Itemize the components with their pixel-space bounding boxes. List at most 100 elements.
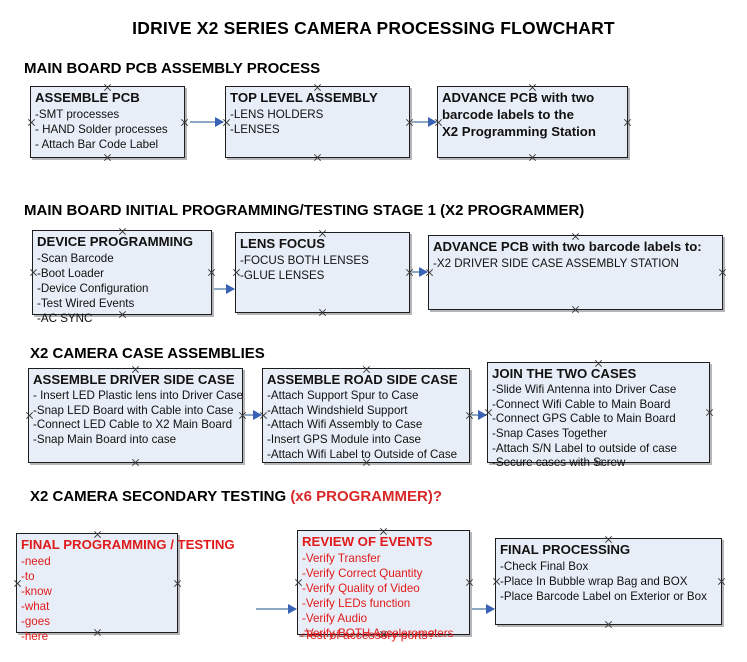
connector-handle-bottom[interactable] xyxy=(528,153,537,162)
node-title: REVIEW OF EVENTS xyxy=(302,534,433,549)
node-line: -Scan Barcode xyxy=(37,251,114,265)
node-title: ASSEMBLE DRIVER SIDE CASE xyxy=(33,372,235,387)
node-advance-pcb-driver-case[interactable]: ADVANCE PCB with two barcode labels to: … xyxy=(428,235,723,310)
node-line: -Attach Wifi Label to Outside of Case xyxy=(267,447,458,461)
node-body: JOIN THE TWO CASES -Slide Wifi Antenna i… xyxy=(488,363,709,471)
node-body: LENS FOCUS -FOCUS BOTH LENSES -GLUE LENS… xyxy=(236,233,409,283)
node-line: -Attach Windshield Support xyxy=(267,403,408,417)
node-body: ADVANCE PCB with two barcode labels to t… xyxy=(438,87,627,141)
node-line: -FOCUS BOTH LENSES xyxy=(240,253,369,267)
node-line: -Secure cases with Screw xyxy=(492,456,626,470)
node-line: -Connect GPS Cable to Main Board xyxy=(492,412,676,426)
node-line: - HAND Solder processes xyxy=(35,122,168,136)
node-title: DEVICE PROGRAMMING xyxy=(37,234,194,249)
node-line: -Verify Quality of Video xyxy=(302,582,420,596)
node-line: -Verify BOTH Accelerometers xyxy=(302,627,454,641)
node-line: -Snap Main Board into case xyxy=(33,433,177,447)
node-title: ASSEMBLE ROAD SIDE CASE xyxy=(267,372,458,387)
node-body: ADVANCE PCB with two barcode labels to: … xyxy=(429,236,722,271)
node-line: -need xyxy=(21,554,51,568)
section-heading-3: X2 CAMERA CASE ASSEMBLIES xyxy=(30,345,265,362)
node-title: JOIN THE TWO CASES xyxy=(492,366,637,381)
node-line: - Attach Bar Code Label xyxy=(35,138,159,152)
arrow-device-to-lens-focus xyxy=(214,284,235,294)
arrow-review-to-final-processing xyxy=(472,604,495,614)
connector-handle-bottom[interactable] xyxy=(131,458,140,467)
node-line: X2 Programming Station xyxy=(442,123,596,139)
node-line: -Boot Loader xyxy=(37,266,105,280)
node-lens-focus[interactable]: LENS FOCUS -FOCUS BOTH LENSES -GLUE LENS… xyxy=(235,232,410,313)
node-line: -Insert GPS Module into Case xyxy=(267,433,422,447)
connector-handle-bottom[interactable] xyxy=(318,308,327,317)
section-heading-1: MAIN BOARD PCB ASSEMBLY PROCESS xyxy=(24,60,320,77)
node-line: -LENS HOLDERS xyxy=(230,107,324,121)
node-line: -Attach Support Spur to Case xyxy=(267,388,419,402)
node-review-of-events[interactable]: REVIEW OF EVENTS -Verify Transfer -Verif… xyxy=(297,530,470,640)
connector-handle-bottom[interactable] xyxy=(313,153,322,162)
section-heading-4-accent: (x6 PROGRAMMER)? xyxy=(290,488,442,505)
connector-handle-bottom[interactable] xyxy=(604,620,613,629)
node-line: -SMT processes xyxy=(35,107,120,121)
node-body: FINAL PROGRAMMING / TESTING -need -to -k… xyxy=(17,534,235,644)
node-line: - Insert LED Plastic lens into Driver Ca… xyxy=(33,388,244,402)
node-body: TOP LEVEL ASSEMBLY -LENS HOLDERS -LENSES xyxy=(226,87,409,137)
node-line: -Verify Correct Quantity xyxy=(302,566,423,580)
connector-handle-bottom[interactable] xyxy=(571,305,580,314)
node-line: -Verify LEDs function xyxy=(302,597,411,611)
node-body: ASSEMBLE ROAD SIDE CASE -Attach Support … xyxy=(263,369,469,462)
section-heading-2: MAIN BOARD INITIAL PROGRAMMING/TESTING S… xyxy=(24,202,584,219)
node-device-programming[interactable]: DEVICE PROGRAMMING -Scan Barcode -Boot L… xyxy=(32,230,212,325)
node-line: -Connect LED Cable to X2 Main Board xyxy=(33,418,233,432)
node-assemble-road-side-case[interactable]: ASSEMBLE ROAD SIDE CASE -Attach Support … xyxy=(262,368,470,463)
node-assemble-driver-side-case[interactable]: ASSEMBLE DRIVER SIDE CASE - Insert LED P… xyxy=(28,368,243,463)
node-assemble-pcb[interactable]: ASSEMBLE PCB -SMT processes - HAND Solde… xyxy=(30,86,185,158)
node-line: -AC SYNC xyxy=(37,312,93,326)
node-line: -Verify Transfer xyxy=(302,551,381,565)
section-heading-4-text: X2 CAMERA SECONDARY TESTING xyxy=(30,488,291,505)
node-line: -Check Final Box xyxy=(500,559,589,573)
arrow-driver-case-to-road-case xyxy=(245,410,262,420)
node-body: ASSEMBLE DRIVER SIDE CASE - Insert LED P… xyxy=(29,369,244,448)
node-line: -Place In Bubble wrap Bag and BOX xyxy=(500,574,688,588)
node-title: LENS FOCUS xyxy=(240,236,325,251)
node-body: FINAL PROCESSING -Check Final Box -Place… xyxy=(496,539,721,604)
node-line-overflow-accessory-ports: -Test of accessory ports? xyxy=(300,628,435,642)
node-line: -know xyxy=(21,585,52,599)
node-final-processing[interactable]: FINAL PROCESSING -Check Final Box -Place… xyxy=(495,538,722,625)
node-line: -goes xyxy=(21,615,51,629)
node-line: -LENSES xyxy=(230,122,280,136)
section-heading-2-text: MAIN BOARD INITIAL PROGRAMMING/TESTING S… xyxy=(24,202,585,219)
arrow-final-programming-to-review xyxy=(256,604,297,614)
arrow-top-level-to-advance xyxy=(412,117,437,127)
node-line: -Connect Wifi Cable to Main Board xyxy=(492,397,671,411)
node-line: -X2 DRIVER SIDE CASE ASSEMBLY STATION xyxy=(433,256,679,270)
node-line: -Snap LED Board with Cable into Case xyxy=(33,403,234,417)
node-advance-pcb-station[interactable]: ADVANCE PCB with two barcode labels to t… xyxy=(437,86,628,158)
page-title: IDRIVE X2 SERIES CAMERA PROCESSING FLOWC… xyxy=(132,18,615,38)
node-body: REVIEW OF EVENTS -Verify Transfer -Verif… xyxy=(298,531,469,641)
node-title: ADVANCE PCB with two xyxy=(442,90,595,105)
connector-handle-bottom[interactable] xyxy=(103,153,112,162)
node-line: -Attach S/N Label to outside of case xyxy=(492,441,677,455)
node-line: -what xyxy=(21,600,50,614)
node-line: -Slide Wifi Antenna into Driver Case xyxy=(492,382,677,396)
node-line: -to xyxy=(21,569,35,583)
node-line: -Device Configuration xyxy=(37,282,149,296)
node-title: ASSEMBLE PCB xyxy=(35,90,140,105)
node-line: barcode labels to the xyxy=(442,106,574,122)
node-title: ADVANCE PCB with two barcode labels to: xyxy=(433,239,702,254)
node-top-level-assembly[interactable]: TOP LEVEL ASSEMBLY -LENS HOLDERS -LENSES xyxy=(225,86,410,158)
arrow-lens-focus-to-advance xyxy=(412,267,428,277)
node-line: -GLUE LENSES xyxy=(240,268,325,282)
node-final-programming-testing[interactable]: FINAL PROGRAMMING / TESTING -need -to -k… xyxy=(16,533,235,643)
node-line: -Attach Wifi Assembly to Case xyxy=(267,418,423,432)
node-line: -Snap Cases Together xyxy=(492,427,608,441)
node-line: -Test Wired Events xyxy=(37,297,135,311)
node-join-the-two-cases[interactable]: JOIN THE TWO CASES -Slide Wifi Antenna i… xyxy=(487,362,710,469)
node-line: -Verify Audio xyxy=(302,612,368,626)
node-title: FINAL PROCESSING xyxy=(500,542,631,557)
node-body: DEVICE PROGRAMMING -Scan Barcode -Boot L… xyxy=(33,231,211,326)
arrow-pcb-to-top-level xyxy=(190,117,224,127)
node-line: -here xyxy=(21,630,49,644)
